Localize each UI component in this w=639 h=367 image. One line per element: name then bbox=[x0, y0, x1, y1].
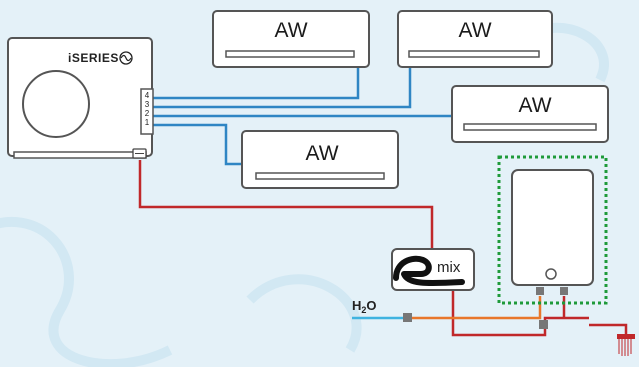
heater-indicator-icon bbox=[545, 268, 557, 280]
unit-label: AW bbox=[305, 142, 338, 165]
mixer-unit: mix bbox=[391, 248, 475, 291]
indoor-unit-4: AW bbox=[241, 130, 399, 189]
water-heater bbox=[497, 155, 608, 305]
port-block bbox=[140, 88, 154, 135]
refrigerant-lines bbox=[151, 67, 452, 166]
outdoor-unit: iSERIES 4 3 2 1 bbox=[7, 37, 154, 159]
refrigerant-line-port-3 bbox=[151, 67, 412, 109]
indoor-unit-1: AW bbox=[212, 10, 370, 68]
indoor-unit-2: AW bbox=[397, 10, 553, 68]
brand-logo-icon bbox=[119, 51, 133, 65]
power-line-to-mixer bbox=[138, 160, 434, 249]
mixer-to-boiler-line bbox=[451, 290, 589, 337]
unit-label: AW bbox=[518, 94, 551, 117]
fan-grille bbox=[22, 70, 90, 138]
refrigerant-line-port-4 bbox=[151, 67, 360, 100]
shower-line bbox=[589, 323, 628, 334]
outlet-valve-icon bbox=[539, 320, 548, 329]
indoor-unit-3: AW bbox=[451, 85, 609, 143]
refrigerant-line-port-1 bbox=[151, 123, 242, 166]
port-label: 3 bbox=[145, 100, 150, 109]
emix-logo-icon bbox=[393, 255, 465, 287]
unit-label: AW bbox=[458, 19, 491, 42]
water-inlet-label: H2O bbox=[352, 298, 377, 315]
power-lines bbox=[138, 160, 628, 337]
mixer-label: mix bbox=[437, 259, 461, 276]
port-label: 4 bbox=[145, 91, 150, 100]
svg-text:H2O: H2O bbox=[352, 298, 377, 315]
hot-water-lines bbox=[410, 296, 542, 320]
inlet-valve-icon bbox=[403, 313, 412, 322]
unit-label: AW bbox=[274, 19, 307, 42]
brand-label: iSERIES bbox=[68, 51, 119, 65]
port-label: 1 bbox=[145, 118, 150, 127]
port-label: 2 bbox=[145, 109, 150, 118]
shower-head-icon bbox=[617, 334, 635, 356]
boiler-dotted-border bbox=[497, 155, 608, 305]
